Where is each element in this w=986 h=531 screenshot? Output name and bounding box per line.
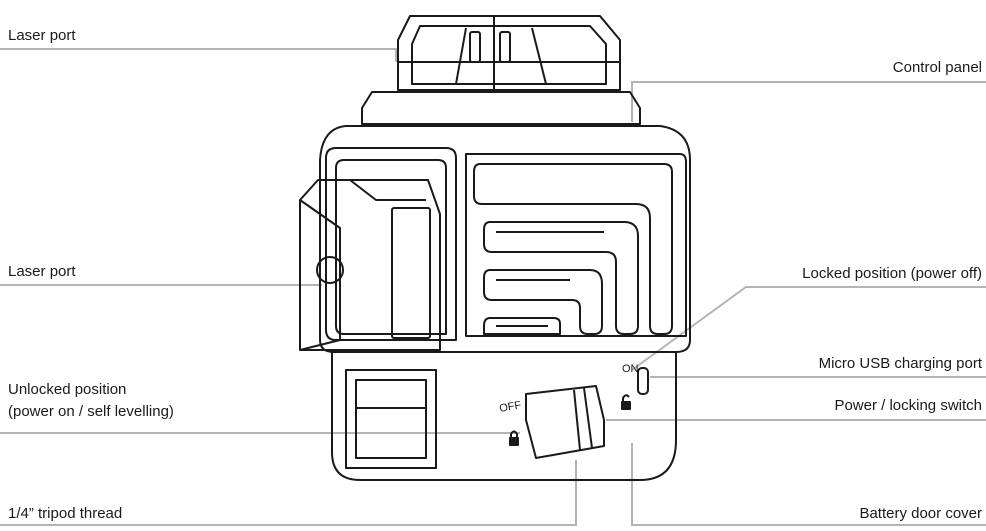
leader-laser-port-top: [0, 48, 397, 62]
label-unlocked-line2: (power on / self levelling): [8, 403, 174, 420]
leader-tripod-thread: [0, 460, 577, 526]
laser-level-body: [299, 15, 691, 481]
label-battery-door: Battery door cover: [859, 505, 982, 522]
panel-grooves: [473, 163, 673, 335]
label-micro-usb: Micro USB charging port: [818, 355, 982, 372]
label-tripod-thread: 1/4” tripod thread: [8, 505, 123, 522]
leader-locked-position: [631, 286, 986, 371]
top-head-outer: [397, 15, 621, 91]
power-switch: [525, 385, 605, 459]
label-control-panel: Control panel: [892, 59, 982, 76]
off-marking: OFF: [498, 399, 522, 415]
label-unlocked-line1: Unlocked position: [8, 381, 127, 398]
leader-lines: [0, 48, 986, 526]
label-power-switch: Power / locking switch: [834, 397, 982, 414]
head-collar: [361, 91, 641, 125]
label-laser-port-top: Laser port: [8, 27, 76, 44]
label-locked-position: Locked position (power off): [802, 265, 982, 282]
on-marking: ON: [622, 363, 639, 375]
top-head-inner: [411, 25, 607, 85]
leader-control-panel: [631, 81, 986, 122]
side-laser-port: [316, 256, 344, 284]
usb-port-outline: [637, 367, 649, 395]
battery-base: [331, 351, 677, 481]
label-laser-port-side: Laser port: [8, 263, 76, 280]
leader-battery-door: [631, 443, 986, 526]
